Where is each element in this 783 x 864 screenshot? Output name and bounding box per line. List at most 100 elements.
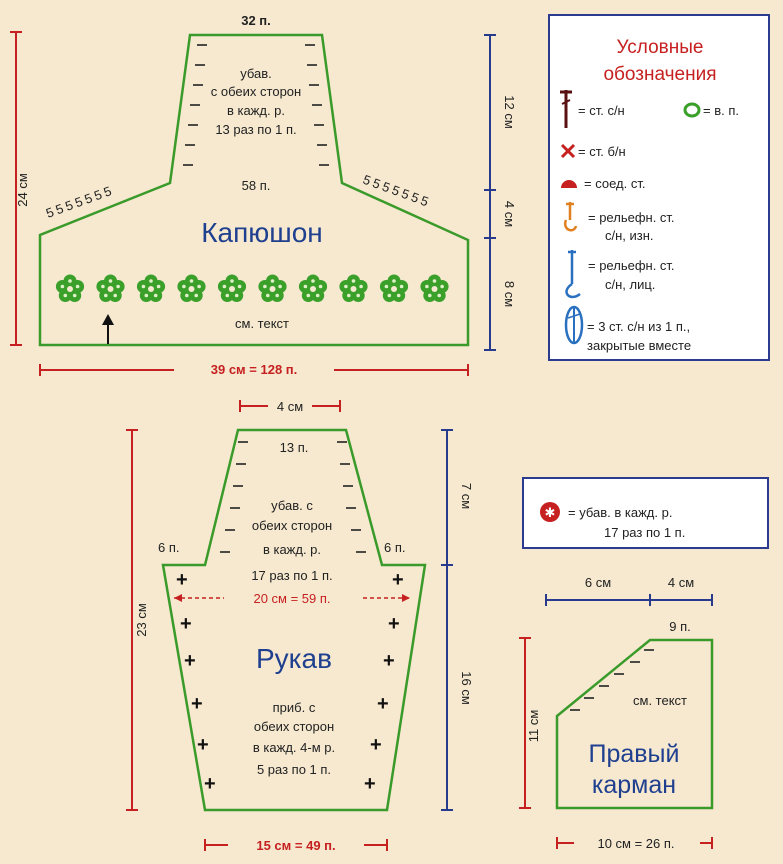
hood-steps-left: 5555555 [44, 182, 116, 221]
legend-cl-2: закрытые вместе [587, 338, 691, 353]
flower-motif-icon [136, 274, 166, 302]
relief-front-icon [565, 250, 581, 299]
legend-sc: = ст. б/н [578, 144, 626, 159]
hood-width-dimension: 39 см = 128 п. [39, 360, 469, 378]
hood-title: Капюшон [201, 217, 323, 248]
pocket-outline [555, 638, 714, 810]
pocket-decrease-marks [570, 649, 654, 711]
hood-dec-line2: с обеих сторон [211, 84, 301, 99]
pocket-top-dimension: 6 см 4 см [545, 575, 713, 606]
decrease-note-line1: = убав. в кажд. р. [568, 505, 672, 520]
svg-text:✱: ✱ [545, 506, 556, 521]
sleeve-dec-line4: 17 раз по 1 п. [251, 568, 332, 583]
sleeve-increase-marks: + + + + + + + + + + + + [176, 569, 404, 795]
sleeve-inc-line2: обеих сторон [254, 719, 334, 734]
sleeve-outline [161, 428, 427, 812]
sleeve-section: 4 см 13 п. убав. с обеих сторон в кажд. … [126, 397, 474, 854]
pocket-w2: 4 см [668, 575, 694, 590]
legend-dc: = ст. с/н [578, 103, 625, 118]
sleeve-h2-label: 16 см [459, 671, 474, 705]
flower-motif-icon [379, 274, 409, 302]
pocket-title-2: карман [592, 771, 676, 799]
hood-section-heights: 12 см 4 см 8 см [484, 34, 517, 351]
sleeve-inc-line1: приб. с [273, 700, 316, 715]
hood-arrow-icon [102, 314, 114, 344]
legend-title-2: обозначения [603, 64, 716, 85]
flower-motif-icon [420, 274, 449, 302]
legend-cl-1: = 3 ст. с/н из 1 п., [587, 319, 690, 334]
sleeve-title: Рукав [256, 643, 332, 674]
pocket-height-label: 11 см [526, 710, 541, 743]
pocket-w1: 6 см [585, 575, 611, 590]
sleeve-top-width: 4 см [277, 399, 303, 414]
decrease-note-line2: 17 раз по 1 п. [604, 525, 685, 540]
hood-section: 24 см 32 п. убав. с обеих сторон в кажд.… [10, 13, 517, 378]
pocket-bottom-dimension: 10 см = 26 п. [556, 834, 713, 852]
sleeve-dec-line2: обеих сторон [252, 518, 332, 533]
single-crochet-icon [560, 143, 576, 159]
decrease-note-box: ✱ = убав. в кажд. р. 17 раз по 1 п. [522, 477, 769, 549]
svg-text:+: + [388, 613, 400, 635]
flower-motif-icon [217, 274, 247, 302]
legend: Условные обозначения = ст. с/н = в. п. =… [548, 14, 770, 361]
sleeve-side-left: 6 п. [158, 540, 180, 555]
sleeve-top-stitches: 13 п. [280, 440, 309, 455]
svg-text:+: + [370, 734, 382, 756]
sleeve-dec-line1: убав. с [271, 498, 313, 513]
hood-outline [38, 33, 470, 347]
double-crochet-icon [560, 90, 572, 128]
hood-flower-row [55, 274, 449, 302]
chain-stitch-icon [683, 102, 701, 118]
sleeve-h1-label: 7 см [459, 483, 474, 509]
hood-h2-label: 4 см [502, 201, 517, 227]
legend-rfp-1: = рельефн. ст. [588, 258, 675, 273]
pocket-title-1: Правый [589, 740, 680, 768]
sleeve-height-label: 23 см [134, 603, 149, 637]
legend-title-1: Условные [617, 37, 704, 58]
hood-top-stitches: 32 п. [241, 13, 271, 28]
pocket-height-dimension: 11 см [519, 637, 541, 809]
flower-motif-icon [258, 274, 287, 302]
sleeve-top-dimension: 4 см [239, 397, 341, 415]
sleeve-bottom-width: 15 см = 49 п. [256, 838, 335, 853]
legend-rfp-2: с/н, лиц. [605, 277, 655, 292]
sleeve-inc-line3: в кажд. 4-м р. [253, 740, 335, 755]
hood-mid-stitches: 58 п. [242, 178, 271, 193]
flower-motif-icon [96, 274, 125, 302]
slip-stitch-icon [561, 180, 577, 188]
svg-text:+: + [204, 773, 216, 795]
hood-steps-right: 5555555 [361, 172, 433, 211]
sleeve-mid-width: 20 см = 59 п. [253, 591, 330, 606]
svg-text:+: + [377, 693, 389, 715]
sleeve-dec-line3: в кажд. р. [263, 542, 321, 557]
hood-height-label: 24 см [15, 173, 30, 207]
pocket-bottom-width: 10 см = 26 п. [597, 836, 674, 851]
hood-decrease-marks [183, 44, 329, 166]
hood-h3-label: 8 см [502, 281, 517, 307]
svg-text:+: + [184, 650, 196, 672]
hood-dec-line3: в кажд. р. [227, 103, 285, 118]
hood-dec-line4: 13 раз по 1 п. [215, 122, 296, 137]
legend-sl: = соед. ст. [584, 176, 645, 191]
pocket-section: 6 см 4 см 9 п. см. текст Правый карман 1… [519, 575, 714, 852]
legend-rbp-2: с/н, изн. [605, 228, 654, 243]
svg-text:+: + [176, 569, 188, 591]
flower-motif-icon [177, 274, 206, 302]
flower-motif-icon [298, 274, 328, 302]
svg-text:+: + [383, 650, 395, 672]
pocket-note: см. текст [633, 693, 687, 708]
svg-text:+: + [364, 773, 376, 795]
sleeve-section-heights: 7 см 16 см [441, 429, 474, 811]
sleeve-decrease-marks [220, 441, 366, 553]
sleeve-height-dimension: 23 см [126, 429, 149, 811]
sleeve-bottom-dimension: 15 см = 49 п. [204, 836, 388, 854]
cluster-icon [564, 305, 584, 345]
relief-back-icon [563, 202, 578, 232]
pocket-top-stitches: 9 п. [669, 619, 691, 634]
sleeve-side-right: 6 п. [384, 540, 406, 555]
svg-text:+: + [191, 693, 203, 715]
svg-text:+: + [197, 734, 209, 756]
decrease-star-icon: ✱ [540, 502, 560, 522]
